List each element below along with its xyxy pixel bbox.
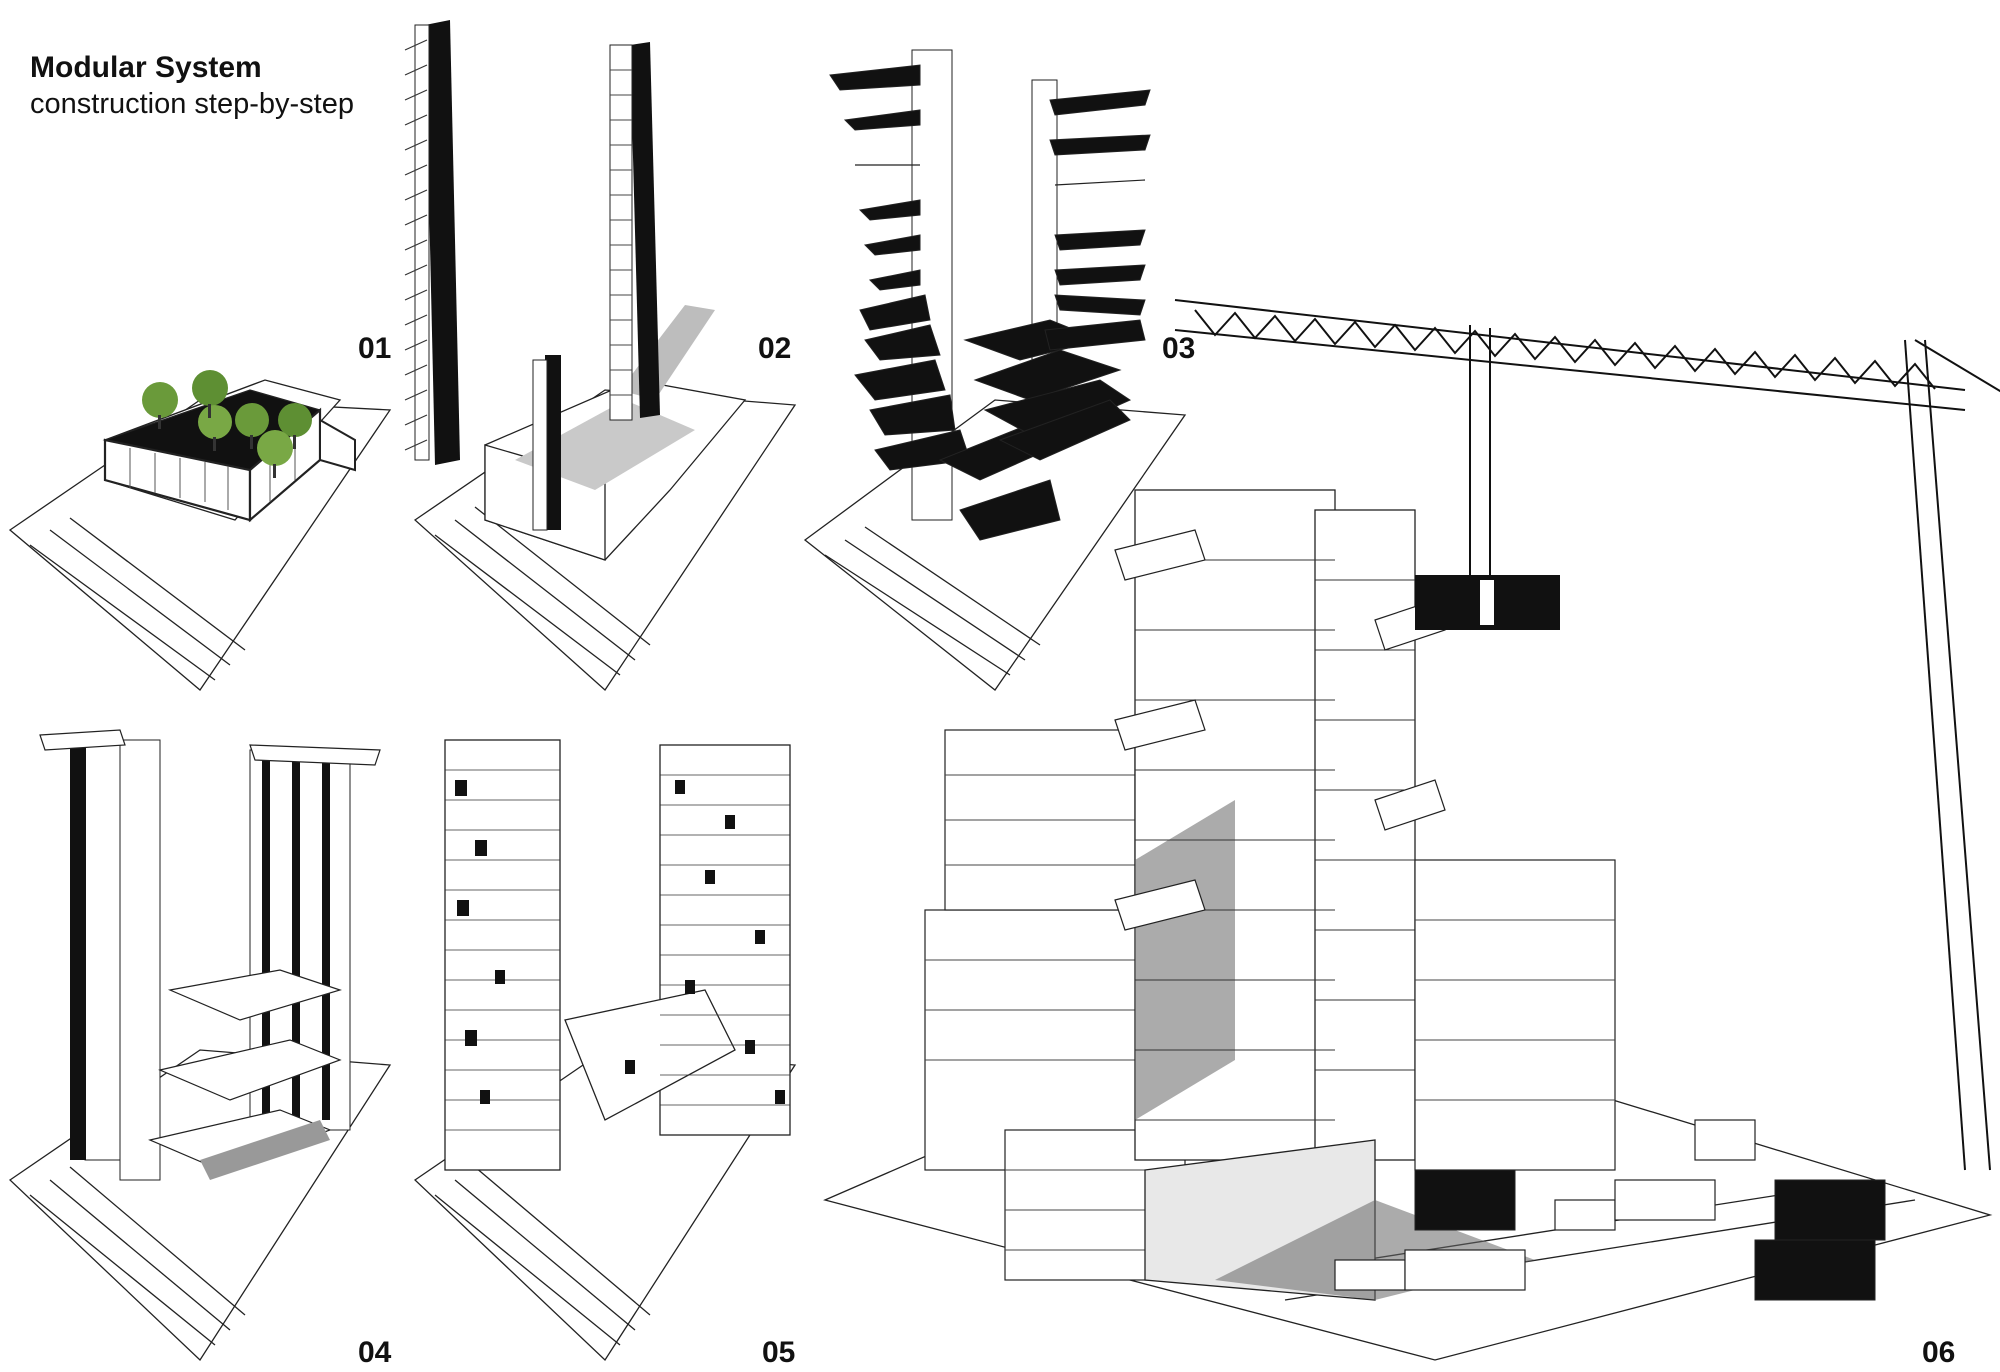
step-label-01: 01 [358, 332, 392, 365]
step-05-drawing [413, 739, 797, 1362]
title-block: Modular System construction step-by-step [30, 50, 354, 122]
step-label-04: 04 [358, 1336, 392, 1369]
diagram-subtitle: construction step-by-step [30, 88, 354, 120]
step-label-05: 05 [762, 1336, 796, 1369]
tree-icon [142, 370, 312, 478]
step-label-02: 02 [758, 332, 792, 365]
diagram-title: Modular System [30, 51, 262, 84]
step-label-06: 06 [1922, 1336, 1956, 1369]
crane-icon [1174, 299, 2000, 1171]
step-03-drawing [803, 49, 1187, 691]
step-06-drawing [823, 299, 2000, 1361]
step-04-drawing [8, 729, 392, 1362]
step-01-drawing [8, 370, 392, 691]
truck-icon [1334, 1119, 1756, 1291]
step-label-03: 03 [1162, 332, 1196, 365]
step-02-drawing [404, 20, 797, 691]
